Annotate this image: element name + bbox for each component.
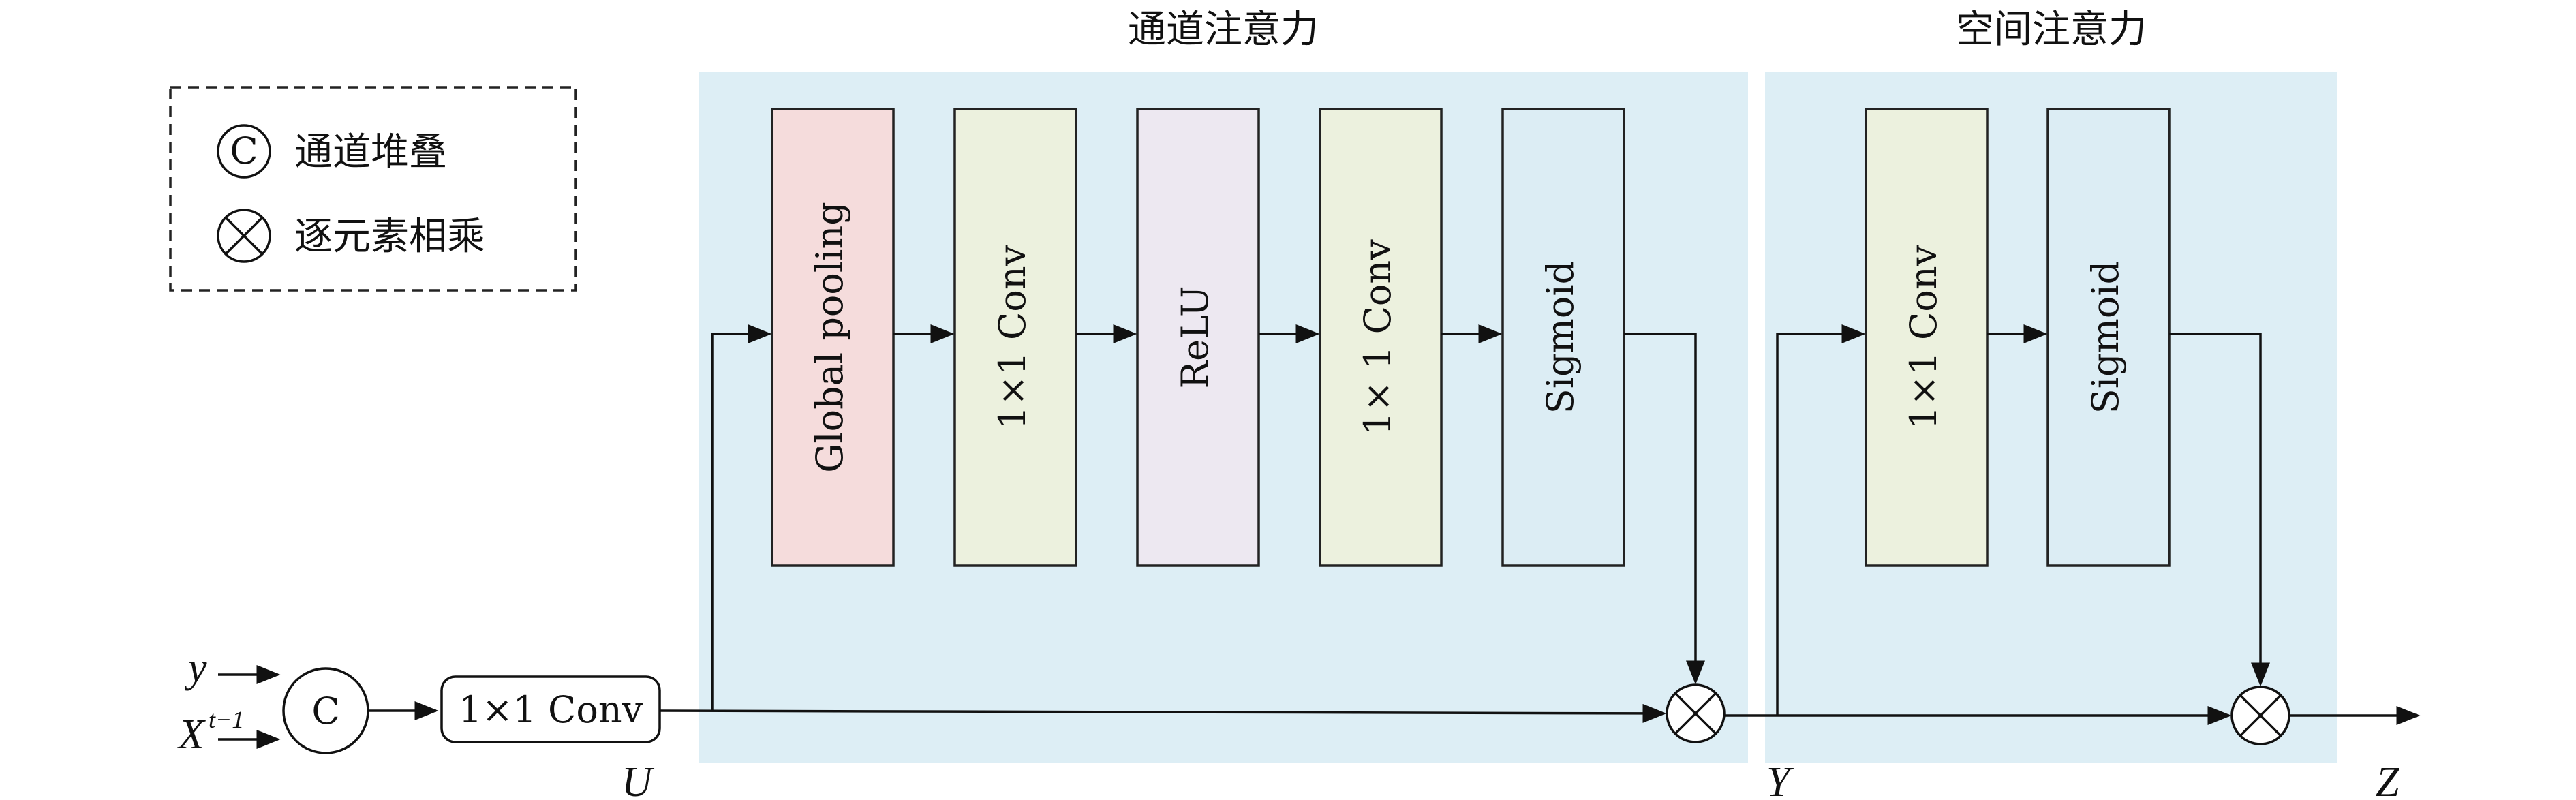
legend-multiply-label: 逐元素相乘: [294, 215, 485, 259]
spatial-attention-title: 空间注意力: [1956, 7, 2147, 52]
channel-block-4-1-1-conv: 1× 1 Conv: [1319, 108, 1443, 567]
channel-sigmoid-to-multiply: [1624, 333, 1705, 685]
spatial-block-1-1-1-conv: 1×1 Conv: [1865, 108, 1989, 567]
channel-block-label-2: 1×1 Conv: [991, 245, 1034, 429]
legend: C 通道堆叠 逐元素相乘: [169, 86, 577, 292]
concat-node-symbol: C: [311, 690, 339, 733]
variable-u: U: [622, 759, 655, 800]
input-x-base: X: [177, 711, 206, 758]
spatial-block-label-2: Sigmoid: [2084, 261, 2127, 414]
variable-y: Y: [1766, 759, 1794, 800]
channel-block-2-1-1-conv: 1×1 Conv: [953, 108, 1077, 567]
channel-block-label-4: 1× 1 Conv: [1356, 239, 1399, 435]
input-x-superscript: t−1: [209, 706, 244, 733]
branch-to-spatial-conv: [1776, 324, 1866, 716]
input-y-label: y: [184, 645, 207, 691]
spatial-multiply-node: [2230, 686, 2290, 745]
input-conv-label: 1×1 Conv: [459, 688, 643, 731]
circled-c-icon: C: [217, 124, 271, 179]
spatial-block-label-1: 1×1 Conv: [1902, 245, 1945, 429]
input-conv-box: 1×1 Conv: [440, 675, 661, 743]
legend-concat-symbol: C: [230, 129, 258, 172]
channel-block-label-1: Global pooling: [808, 202, 851, 473]
spatial-sigmoid-to-multiply: [2169, 333, 2270, 687]
spatial-attention-blocks: 1×1 Conv Sigmoid: [1865, 108, 2171, 567]
input-x-label: X: [177, 711, 206, 758]
spatial-block-2-sigmoid: Sigmoid: [2046, 108, 2171, 567]
legend-concat-label: 通道堆叠: [294, 130, 447, 174]
concat-node: C: [282, 667, 369, 754]
channel-block-label-3: ReLU: [1174, 286, 1216, 388]
connectors: [659, 324, 2421, 725]
channel-block-3-relu: ReLU: [1136, 108, 1260, 567]
channel-block-label-5: Sigmoid: [1539, 261, 1582, 414]
channel-block-1-global-pooling: Global pooling: [771, 108, 895, 567]
channel-attention-blocks: Global pooling 1×1 Conv ReLU 1× 1 Conv Sigmo…: [771, 108, 1625, 567]
variable-z: Z: [2376, 759, 2399, 800]
channel-multiply-node: [1666, 683, 1726, 743]
trunk-to-channel-multiply: [659, 703, 1667, 723]
channel-attention-title: 通道注意力: [1128, 7, 1319, 52]
branch-to-global-pooling: [711, 324, 772, 711]
channel-block-5-sigmoid: Sigmoid: [1501, 108, 1625, 567]
legend-frame: [169, 86, 577, 292]
circled-times-icon: [217, 209, 271, 263]
